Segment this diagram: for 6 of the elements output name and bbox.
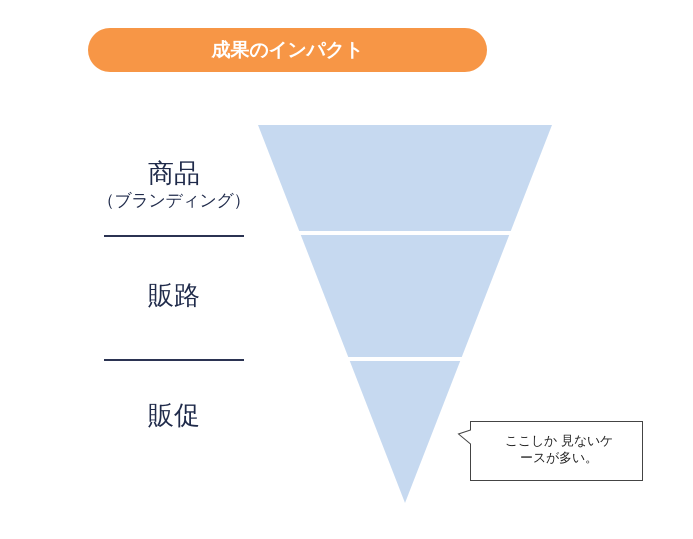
title-banner: 成果のインパクト [88, 28, 487, 72]
stage-label: （ブランディング） [96, 190, 252, 213]
stage-label: 商品 [147, 158, 201, 190]
stage-label: 販促 [147, 400, 201, 432]
callout-text: ここしか 見ないケースが多い。 [504, 433, 614, 467]
stage-label: 販路 [147, 280, 201, 312]
